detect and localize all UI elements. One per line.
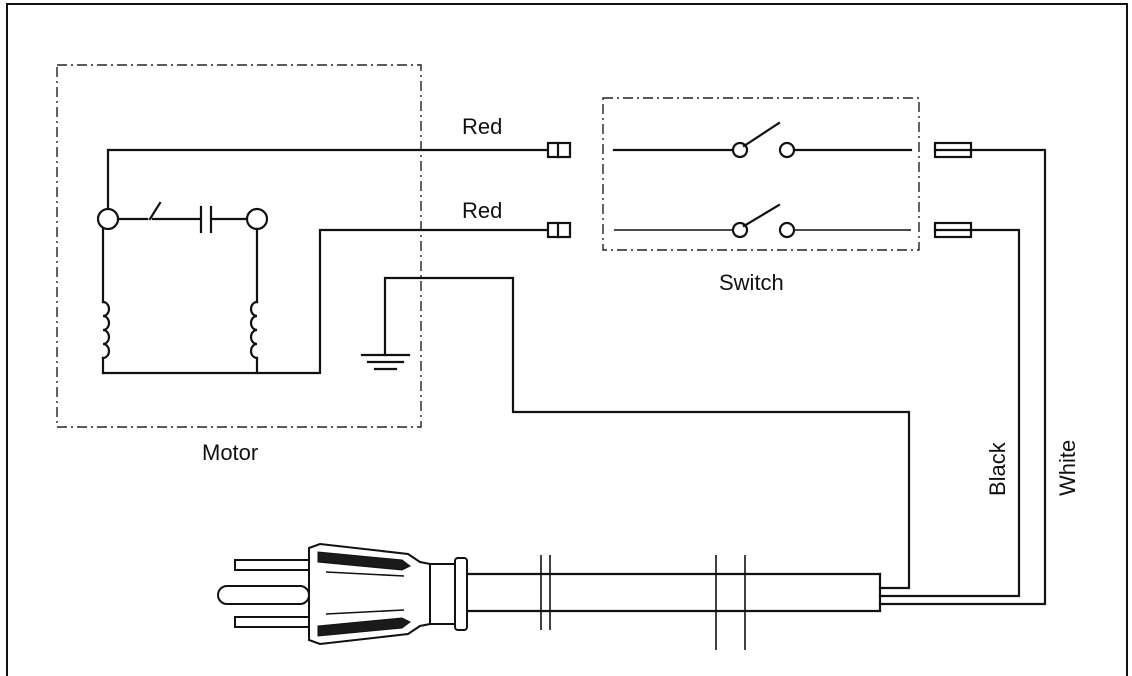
black-wire-label: Black — [985, 441, 1010, 496]
white-wire-label: White — [1055, 440, 1080, 496]
white-wire — [878, 148, 1047, 606]
red-wire-label-mid: Red — [462, 198, 502, 223]
power-cord — [460, 555, 882, 650]
motor-enclosure — [56, 64, 422, 428]
motor-terminal-right — [245, 207, 269, 231]
red-wire-label-top: Red — [462, 114, 502, 139]
motor-circuit — [96, 148, 550, 375]
connector-right-top — [933, 141, 973, 159]
plug-icon — [217, 542, 468, 646]
connector-left-bottom — [546, 221, 572, 239]
motor-label: Motor — [202, 440, 258, 465]
motor-terminal-left — [96, 207, 120, 231]
motor-winding-right — [249, 300, 259, 360]
switch-label: Switch — [719, 270, 784, 295]
capacitor-symbol — [199, 205, 213, 234]
connector-right-bottom — [933, 221, 973, 239]
diagram-frame — [6, 3, 1128, 676]
switch-pole-bottom — [614, 203, 911, 239]
ground-symbol — [360, 276, 911, 590]
connector-left-top — [546, 141, 572, 159]
switch-pole-top — [612, 121, 913, 159]
motor-winding-left — [101, 300, 111, 360]
switch-enclosure — [602, 97, 920, 251]
black-wire — [878, 228, 1021, 598]
